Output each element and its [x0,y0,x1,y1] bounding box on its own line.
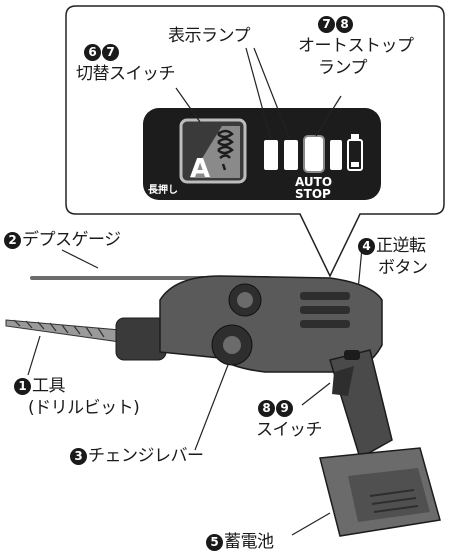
number-badge: 4 [358,237,375,255]
display-panel [143,108,381,200]
number-badge: 9 [276,399,293,417]
indicator-lamp [303,135,325,173]
handle [329,349,393,460]
mode-letter: A [190,154,210,184]
indicator-lamp-label: 表示ランプ [168,26,251,46]
mode-switch-text: 切替スイッチ [76,64,176,84]
hold-text: 長押し [148,183,178,196]
battery-level-icon [347,134,363,171]
drill-bit [5,319,121,343]
number-badge: 3 [70,447,87,465]
chuck [115,317,167,361]
number-badge: 7 [318,15,335,33]
number-badge: 5 [206,533,223,551]
stop-text: STOP [295,187,331,201]
reverse-button [344,350,360,360]
auto-stop-text-line2: ランプ [318,58,368,78]
indicator-lamp [330,140,342,170]
tool-bit-label-line2: (ドリルビット) [28,398,140,418]
number-badge: 2 [4,231,21,249]
hammer-drill-icon [217,129,234,171]
auto-text: AUTO [295,175,332,189]
number-badge: 8 [336,15,353,33]
indicator-lamp [264,140,278,170]
switch-label-text: スイッチ [256,420,323,440]
number-badge: 6 [84,43,101,61]
number-badge: 7 [102,43,119,61]
auto-stop-text: オートストップ [298,36,414,56]
number-badge: 8 [258,399,275,417]
leader-lines [27,47,363,536]
indicator-lamp [284,140,298,170]
battery-pack [319,447,441,537]
reverse-button-label-line2: ボタン [378,258,428,278]
number-badge: 1 [14,377,31,395]
